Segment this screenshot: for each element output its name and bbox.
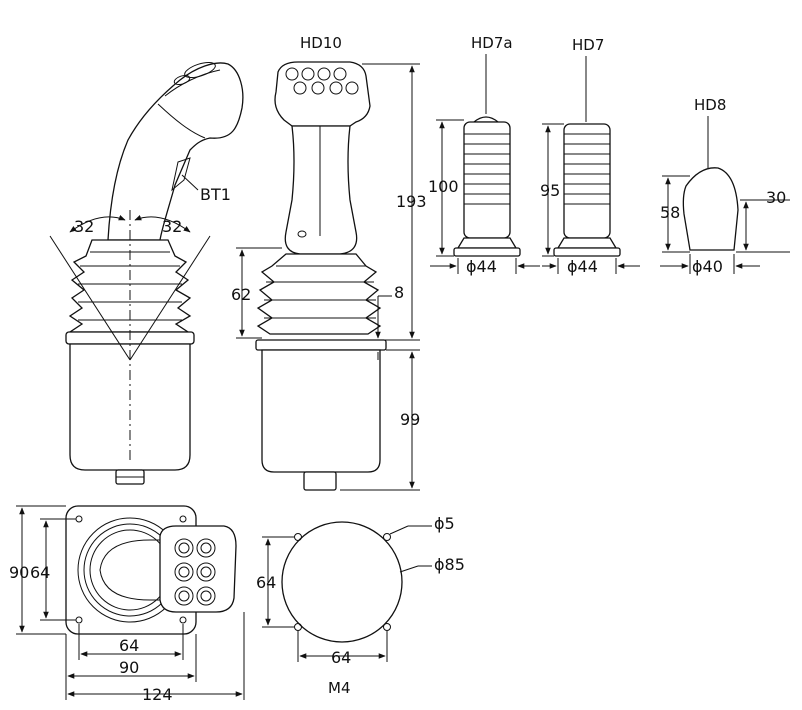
m4-64h-label: 64 [331,648,351,667]
bt1-label: BT1 [200,185,231,204]
hd7a-height-label: 100 [428,177,459,196]
hd7-label: HD7 [572,36,604,54]
m4-circle-label: ϕ85 [434,555,465,574]
top-90h-label: 90 [119,658,139,677]
handle-hd7: HD7 95 ϕ44 [540,36,640,276]
top-124-label: 124 [142,685,173,704]
hd10-buttons [285,67,359,95]
side-view-hd10: HD10 193 62 8 [231,34,427,491]
hd7-height-label: 95 [540,181,560,200]
top-view-buttons [174,538,216,606]
mounting-m4: 64 64 ϕ5 ϕ85 M4 [256,514,465,697]
hd8-label: HD8 [694,96,726,114]
handle-hd8: HD8 58 30 ϕ40 [660,96,790,276]
top-64h-label: 64 [119,636,139,655]
hd10-boot-label: 62 [231,285,251,304]
hd10-label: HD10 [300,34,342,52]
top-90-label: 90 [9,563,29,582]
hd8-top-label: 30 [766,188,786,207]
hd8-height-label: 58 [660,203,680,222]
m4-hole-label: ϕ5 [434,514,455,533]
m4-64v-label: 64 [256,573,276,592]
hd8-dia-label: ϕ40 [692,257,723,276]
hd7-dia-label: ϕ44 [567,257,598,276]
hd7-ribs [564,133,610,205]
top-view: 90 64 64 90 124 [9,505,245,704]
hd7a-dia-label: ϕ44 [466,257,497,276]
hd7a-ribs [464,133,510,205]
top-64v-label: 64 [30,563,50,582]
hd7a-label: HD7a [471,34,513,52]
m4-label: M4 [328,679,351,697]
hd10-height-label: 193 [396,192,427,211]
hd10-body-label: 99 [400,410,420,429]
handle-hd7a: HD7a 100 ϕ44 [428,34,540,276]
hd10-flange-label: 8 [394,283,404,302]
angle-left-label: 32 [74,217,94,236]
side-view-bt1: BT1 32 32 [49,61,244,485]
angle-right-label: 32 [162,217,182,236]
